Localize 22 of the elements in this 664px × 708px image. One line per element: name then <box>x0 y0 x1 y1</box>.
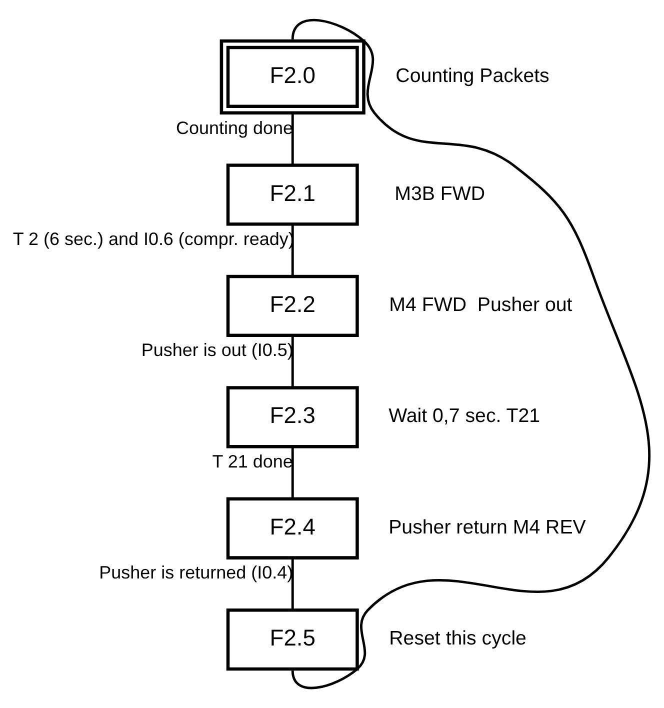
edge-label: Pusher is returned (I0.4) <box>99 562 294 583</box>
node-box: F2.5 <box>226 608 359 671</box>
connector <box>291 558 294 610</box>
node-box: F2.1 <box>226 164 359 226</box>
edge-label: Counting done <box>176 118 294 138</box>
node-box: F2.2 <box>226 274 359 337</box>
node-label: Wait 0,7 sec. T21 <box>388 405 540 428</box>
node-label: Reset this cycle <box>389 628 526 650</box>
node-label: Counting Packets <box>396 65 550 88</box>
connector <box>291 19 650 689</box>
edge-label: Pusher is out (I0.5) <box>141 340 294 360</box>
connector <box>291 447 294 498</box>
connector <box>291 336 294 387</box>
node-label: M4 FWD Pusher out <box>389 294 572 316</box>
node-label: Pusher return M4 REV <box>388 516 586 538</box>
node-box: F2.4 <box>226 497 359 560</box>
connector <box>291 224 294 276</box>
node-label: M3B FWD <box>394 182 486 205</box>
connector <box>291 112 294 165</box>
edge-label: T 21 done <box>212 451 293 472</box>
node-box: F2.0 <box>220 39 366 115</box>
node-box: F2.3 <box>226 386 359 448</box>
